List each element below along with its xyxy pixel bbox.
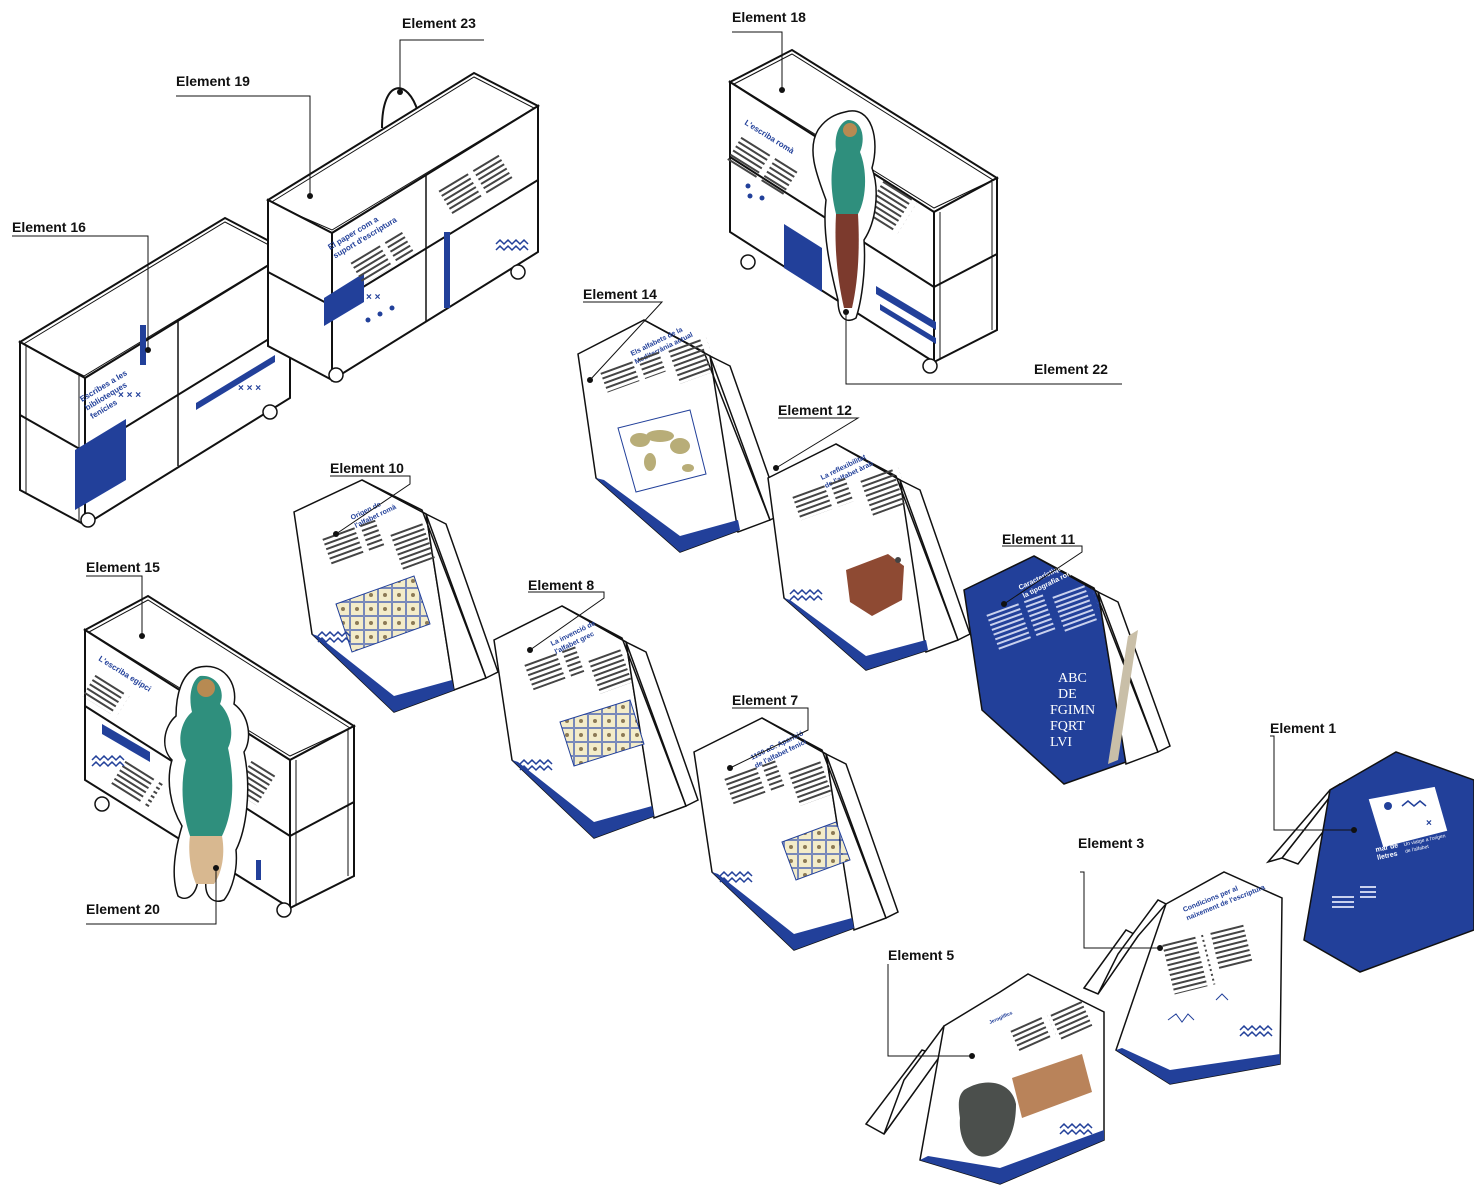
trajan-column-image — [1108, 630, 1138, 764]
world-map-graphic — [617, 409, 707, 493]
callout-element-1: Element 1 — [1270, 720, 1336, 736]
alphabet-table-greek — [559, 699, 645, 767]
cabinet-16-blue-block — [75, 419, 126, 510]
callout-element-23: Element 23 — [402, 15, 476, 31]
callout-element-3: Element 3 — [1078, 835, 1144, 851]
leader-dots — [139, 87, 1357, 1059]
cabinet-18: L'escriba romà — [726, 48, 999, 374]
panel-7: 1100 aC. Aparició de l'alfabet fenici — [693, 717, 899, 951]
callout-element-18: Element 18 — [732, 9, 806, 25]
callout-element-8: Element 8 — [528, 577, 594, 593]
callout-element-12: Element 12 — [778, 402, 852, 418]
cabinet-19: El paper com a suport d'escriptura × × — [265, 71, 541, 383]
handle-element-23 — [381, 87, 419, 129]
svg-text:FGIMN: FGIMN — [1050, 703, 1095, 718]
svg-text:mar de lletres: mar de lletres — [1375, 842, 1402, 862]
cabinet-16: Escribes a les biblioteques fenícies × ×… — [18, 216, 293, 528]
callout-element-22: Element 22 — [1034, 361, 1108, 377]
alphabet-table-phoenician — [781, 821, 851, 881]
callout-element-5: Element 5 — [888, 947, 954, 963]
panel-5: Jeroglífics — [864, 973, 1105, 1185]
callout-element-19: Element 19 — [176, 73, 250, 89]
svg-text:×: × — [1426, 818, 1432, 829]
panel-1: × mar de lletres Un viatge a l'origen de… — [1265, 751, 1474, 973]
leader-lines — [12, 31, 1354, 1057]
panel-3: Condicions per al naixement de l'escript… — [1082, 871, 1283, 1085]
callout-element-11: Element 11 — [1002, 531, 1075, 547]
callout-element-14: Element 14 — [583, 286, 657, 302]
svg-text:× × ×: × × × — [118, 390, 141, 401]
callout-element-20: Element 20 — [86, 901, 160, 917]
callout-element-7: Element 7 — [732, 692, 798, 708]
panel-10: Origen de l'alfabet romà — [293, 479, 499, 713]
svg-text:LVI: LVI — [1050, 735, 1072, 750]
callout-element-10: Element 10 — [330, 460, 404, 476]
papyrus-fragment-image — [1012, 1054, 1092, 1118]
callout-element-15: Element 15 — [86, 559, 160, 575]
svg-text:× ×: × × — [366, 292, 381, 303]
svg-text:× × ×: × × × — [238, 383, 261, 394]
callout-labels: Element 1 Element 3 Element 5 Element 7 … — [12, 9, 1336, 963]
panel-8: La invenció de l'alfabet grec — [493, 605, 699, 839]
svg-text:DE: DE — [1058, 687, 1077, 702]
callout-element-16: Element 16 — [12, 219, 86, 235]
panel-14: Els alfabets de la Mediterrània actual — [577, 319, 783, 553]
panel-11: Característiques de la tipografia romana… — [963, 555, 1171, 785]
panel-12: La reflexibilitat de l'alfabet àrab — [767, 443, 971, 671]
svg-text:ABC: ABC — [1058, 671, 1087, 686]
rosetta-stone-image — [958, 1082, 1016, 1157]
cabinet-15: L'escriba egipci — [82, 594, 356, 918]
stone-tablet-artifact — [846, 554, 904, 616]
alphabet-table-roman — [335, 575, 431, 653]
svg-text:FQRT: FQRT — [1050, 719, 1085, 734]
